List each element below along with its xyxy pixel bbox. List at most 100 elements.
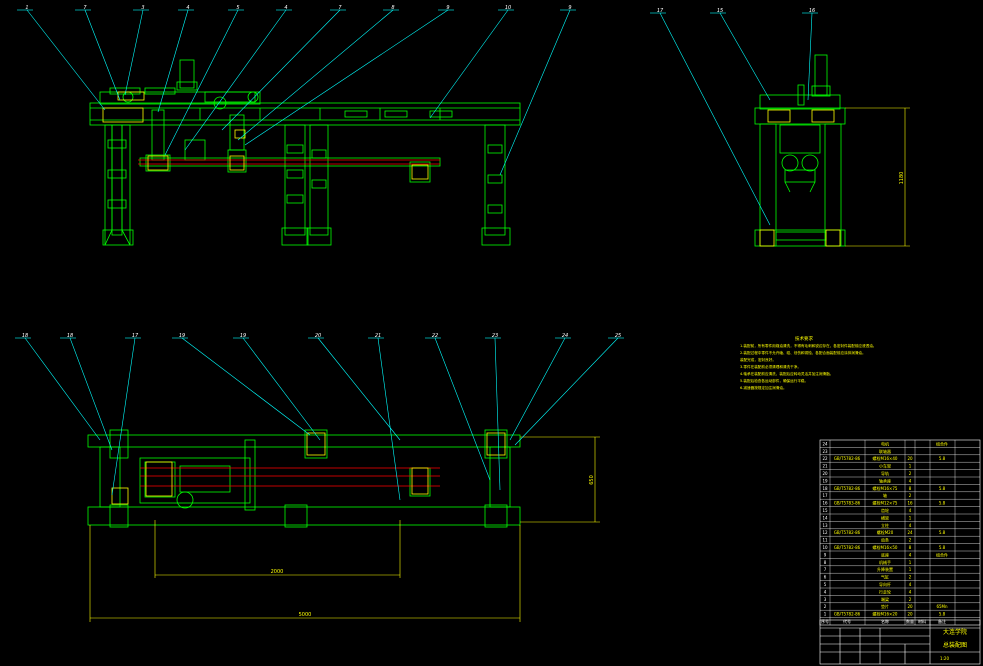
bom-cell: 2 xyxy=(909,493,912,498)
bom-cell: 轴 xyxy=(883,492,887,498)
leader-label: 16 xyxy=(809,8,815,14)
bom-cell: 1 xyxy=(909,464,912,469)
bom-cell: 24 xyxy=(907,530,913,535)
bom-cell: 5 xyxy=(824,582,827,587)
leader-label: 19 xyxy=(240,333,246,339)
bom-cell: 5.8 xyxy=(939,486,946,491)
top-view-centerlines xyxy=(140,467,440,487)
bom-cell: 5.8 xyxy=(939,545,946,550)
bom-cell: 65Mn xyxy=(936,604,948,609)
bom-cell: 3 xyxy=(824,597,827,602)
bom-cell: GB/T5782-86 xyxy=(834,530,861,535)
bom-cell: 4 xyxy=(909,478,912,483)
bom-header-cell: 代号 xyxy=(843,618,851,624)
bom-cell: 横梁 xyxy=(881,514,889,520)
bom-cell: 轴承座 xyxy=(879,477,891,483)
front-view-centerlines xyxy=(138,159,440,165)
bom-cell: 机械手 xyxy=(879,559,891,565)
note-line: 4.轴承在装配前应清洗，装配后应转动灵活并加注润滑脂。 xyxy=(740,371,833,376)
bom-cell: 2 xyxy=(909,597,912,602)
bom-cell: 5.8 xyxy=(939,530,946,535)
bom-cell: 8 xyxy=(909,545,912,550)
note-line: 1.装配前，所有零件用煤油清洗，不得有毛刺和锐边存在，各密封件装配前应浸透油。 xyxy=(740,343,876,348)
bom-cell: 底座 xyxy=(881,551,889,557)
leader-label: 7 xyxy=(338,5,342,11)
bom-cell: 导轨 xyxy=(881,470,889,476)
leader-label: 19 xyxy=(179,333,185,339)
bom-cell: 16 xyxy=(822,501,828,506)
bom-cell: 组合件 xyxy=(936,440,948,446)
bom-cell: 行走轮 xyxy=(879,588,891,594)
bom-cell: 5.8 xyxy=(939,456,946,461)
bom-cell: 20 xyxy=(907,612,913,617)
bom-cell: 14 xyxy=(822,515,828,520)
bom-cell: 垫片 xyxy=(881,603,889,609)
note-line: 装配完成，密封良好。 xyxy=(740,357,776,362)
bom-cell: 升降装置 xyxy=(877,566,893,572)
bom-cell: GB/T5782-86 xyxy=(834,545,861,550)
bom-cell: 17 xyxy=(822,493,828,498)
leader-label: 21 xyxy=(375,333,381,339)
bom-cell: 螺栓M16×50 xyxy=(873,544,898,550)
bom-cell: 5.8 xyxy=(939,501,946,506)
leader-label: 4 xyxy=(284,5,287,11)
notes-heading: 技术要求 xyxy=(795,335,813,342)
bom-header-cell: 备注 xyxy=(938,618,946,624)
bom-cell: 4 xyxy=(909,523,912,528)
bom-header-cell: 名称 xyxy=(881,618,889,624)
bom-cell: 螺栓M12×75 xyxy=(873,500,898,506)
bom-cell: 4 xyxy=(909,582,912,587)
title-drawing-name: 总装配图 xyxy=(943,641,967,649)
bom-cell: 7 xyxy=(824,567,827,572)
note-line: 3.零件在装配前必须清理和清洗干净。 xyxy=(740,364,801,369)
bom-cell: 6 xyxy=(824,575,827,580)
bom-cell: 2 xyxy=(909,538,912,543)
leader-label: 8 xyxy=(391,5,394,11)
bom-cell: GB/T5782-86 xyxy=(834,456,861,461)
leader-label: 17 xyxy=(657,8,664,14)
leader-label: 5 xyxy=(236,5,239,11)
bom-cell: 螺栓M16×40 xyxy=(873,455,898,461)
bom-cell: 2 xyxy=(909,471,912,476)
front-view xyxy=(89,59,521,246)
bom-cell: 电机 xyxy=(881,440,889,446)
side-height-dim: 1180 xyxy=(899,172,905,185)
bom-cell: 4 xyxy=(824,589,827,594)
bom-cell: 8 xyxy=(909,486,912,491)
bom-cell: 螺栓M16×75 xyxy=(873,485,898,491)
leader-label: 17 xyxy=(132,333,139,339)
bom-cell: GB/T5782-86 xyxy=(834,612,861,617)
bom-header-cell: 材料 xyxy=(918,618,926,624)
bom-cell: 4 xyxy=(909,552,912,557)
title-school: 大连学院 xyxy=(943,628,967,636)
bottom-inner-width-dim: 2000 xyxy=(271,569,284,575)
bom-cell: 小车架 xyxy=(879,463,891,469)
bom-cell: 2 xyxy=(824,604,827,609)
leader-label: 1 xyxy=(25,5,28,11)
leader-label: 9 xyxy=(446,5,449,11)
bom-cell: 1 xyxy=(909,560,912,565)
leader-label: 4 xyxy=(186,5,189,11)
bom-cell: 立柱 xyxy=(881,522,889,528)
bom-cell: 24 xyxy=(822,441,828,446)
bom-cell: 20 xyxy=(822,471,828,476)
leader-label: 7 xyxy=(83,5,87,11)
bom-cell: 导向杆 xyxy=(879,581,891,587)
bom-cell: 4 xyxy=(909,589,912,594)
leader-label: 20 xyxy=(315,333,321,339)
bom-cell: 气缸 xyxy=(881,574,889,580)
note-line: 5.装配后检查各运动部件，确保运行平稳。 xyxy=(740,378,808,383)
leader-label: 3 xyxy=(141,5,144,11)
bom-header-cell: 序号 xyxy=(821,618,829,624)
bom-cell: 组合件 xyxy=(936,551,948,557)
bom-cell: 16 xyxy=(907,501,913,506)
leader-label: 15 xyxy=(717,8,723,14)
side-view-dimension xyxy=(845,107,910,247)
bottom-height-dim: 650 xyxy=(589,475,595,485)
bom-cell: 9 xyxy=(824,552,827,557)
top-view-dimensions xyxy=(89,436,600,622)
bom-cell: 2 xyxy=(909,575,912,580)
bom-cell: 1 xyxy=(909,567,912,572)
note-line: 2.装配过程中零件不允许磕、碰、划伤和锈蚀，各配合面装配前应涂抹润滑油。 xyxy=(740,350,866,355)
leader-label: 22 xyxy=(432,333,438,339)
